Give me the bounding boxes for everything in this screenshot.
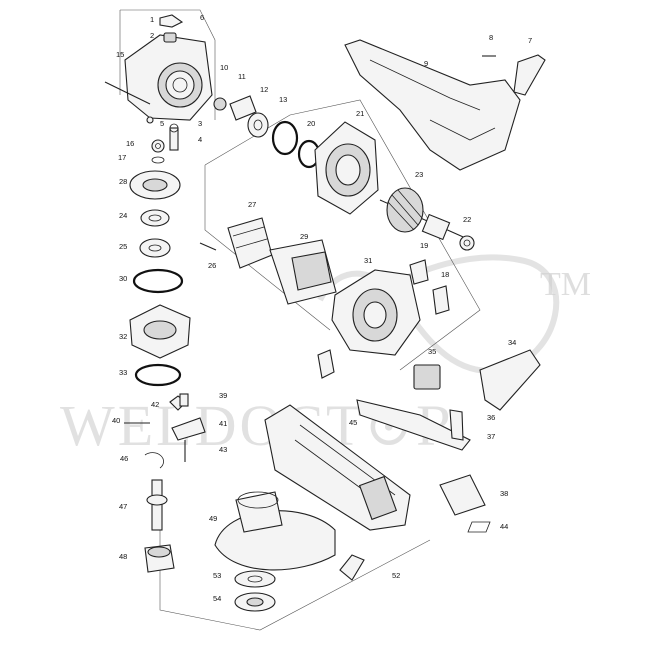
callout-32: 32 — [119, 332, 127, 341]
electrical-parts — [339, 349, 541, 581]
callout-54: 54 — [213, 594, 221, 603]
callout-44: 44 — [500, 522, 508, 531]
callout-37: 37 — [487, 432, 495, 441]
callout-28: 28 — [119, 177, 127, 186]
spindle-parts — [144, 479, 175, 573]
flange-parts — [234, 570, 276, 612]
callout-17: 17 — [118, 153, 126, 162]
callout-10: 10 — [220, 63, 228, 72]
callout-23: 23 — [415, 170, 423, 179]
callout-38: 38 — [500, 489, 508, 498]
callout-4: 4 — [198, 135, 202, 144]
callout-41: 41 — [219, 419, 227, 428]
armature — [379, 187, 475, 251]
callout-47: 47 — [119, 502, 127, 511]
callout-35: 35 — [428, 347, 436, 356]
callout-18: 18 — [441, 270, 449, 279]
callout-5: 5 — [160, 119, 164, 128]
callout-11: 11 — [238, 72, 246, 81]
callout-2: 2 — [150, 31, 154, 40]
callout-53: 53 — [213, 571, 221, 580]
callout-34: 34 — [508, 338, 516, 347]
fan-baffle — [314, 121, 379, 215]
callout-3: 3 — [198, 119, 202, 128]
callout-46: 46 — [120, 454, 128, 463]
callout-39: 39 — [219, 391, 227, 400]
callout-22: 22 — [463, 215, 471, 224]
callout-49: 49 — [209, 514, 217, 523]
callout-30: 30 — [119, 274, 127, 283]
stator-assembly — [199, 217, 337, 305]
lock-parts — [124, 393, 206, 469]
housing-cap — [159, 14, 184, 28]
callout-26: 26 — [208, 261, 216, 270]
callout-25: 25 — [119, 242, 127, 251]
callout-21: 21 — [356, 109, 364, 118]
callout-40: 40 — [112, 416, 120, 425]
callout-20: 20 — [307, 119, 315, 128]
callout-43: 43 — [219, 445, 227, 454]
callout-1: 1 — [150, 15, 154, 24]
callout-12: 12 — [260, 85, 268, 94]
callout-36: 36 — [487, 413, 495, 422]
motor-housing-31 — [317, 269, 421, 379]
callout-6: 6 — [200, 13, 204, 22]
callout-13: 13 — [279, 95, 287, 104]
callout-52: 52 — [392, 571, 400, 580]
brush-parts — [409, 259, 450, 315]
handle-housing — [264, 399, 471, 531]
callout-19: 19 — [420, 241, 428, 250]
callout-27: 27 — [248, 200, 256, 209]
callout-48: 48 — [119, 552, 127, 561]
callout-9: 9 — [424, 59, 428, 68]
spindle-column-parts — [129, 170, 191, 387]
callout-42: 42 — [151, 400, 159, 409]
shaft-parts-10-13 — [213, 95, 321, 169]
callout-24: 24 — [119, 211, 127, 220]
callout-29: 29 — [300, 232, 308, 241]
cover-plate-7 — [513, 54, 546, 96]
gear-housing — [104, 14, 213, 164]
callout-16: 16 — [126, 139, 134, 148]
callout-31: 31 — [364, 256, 372, 265]
callout-8: 8 — [489, 33, 493, 42]
wheel-guard — [214, 491, 336, 571]
callout-45: 45 — [349, 418, 357, 427]
motor-housing-cover — [344, 39, 546, 171]
callout-33: 33 — [119, 368, 127, 377]
callout-15: 15 — [116, 50, 124, 59]
callout-7: 7 — [528, 36, 532, 45]
